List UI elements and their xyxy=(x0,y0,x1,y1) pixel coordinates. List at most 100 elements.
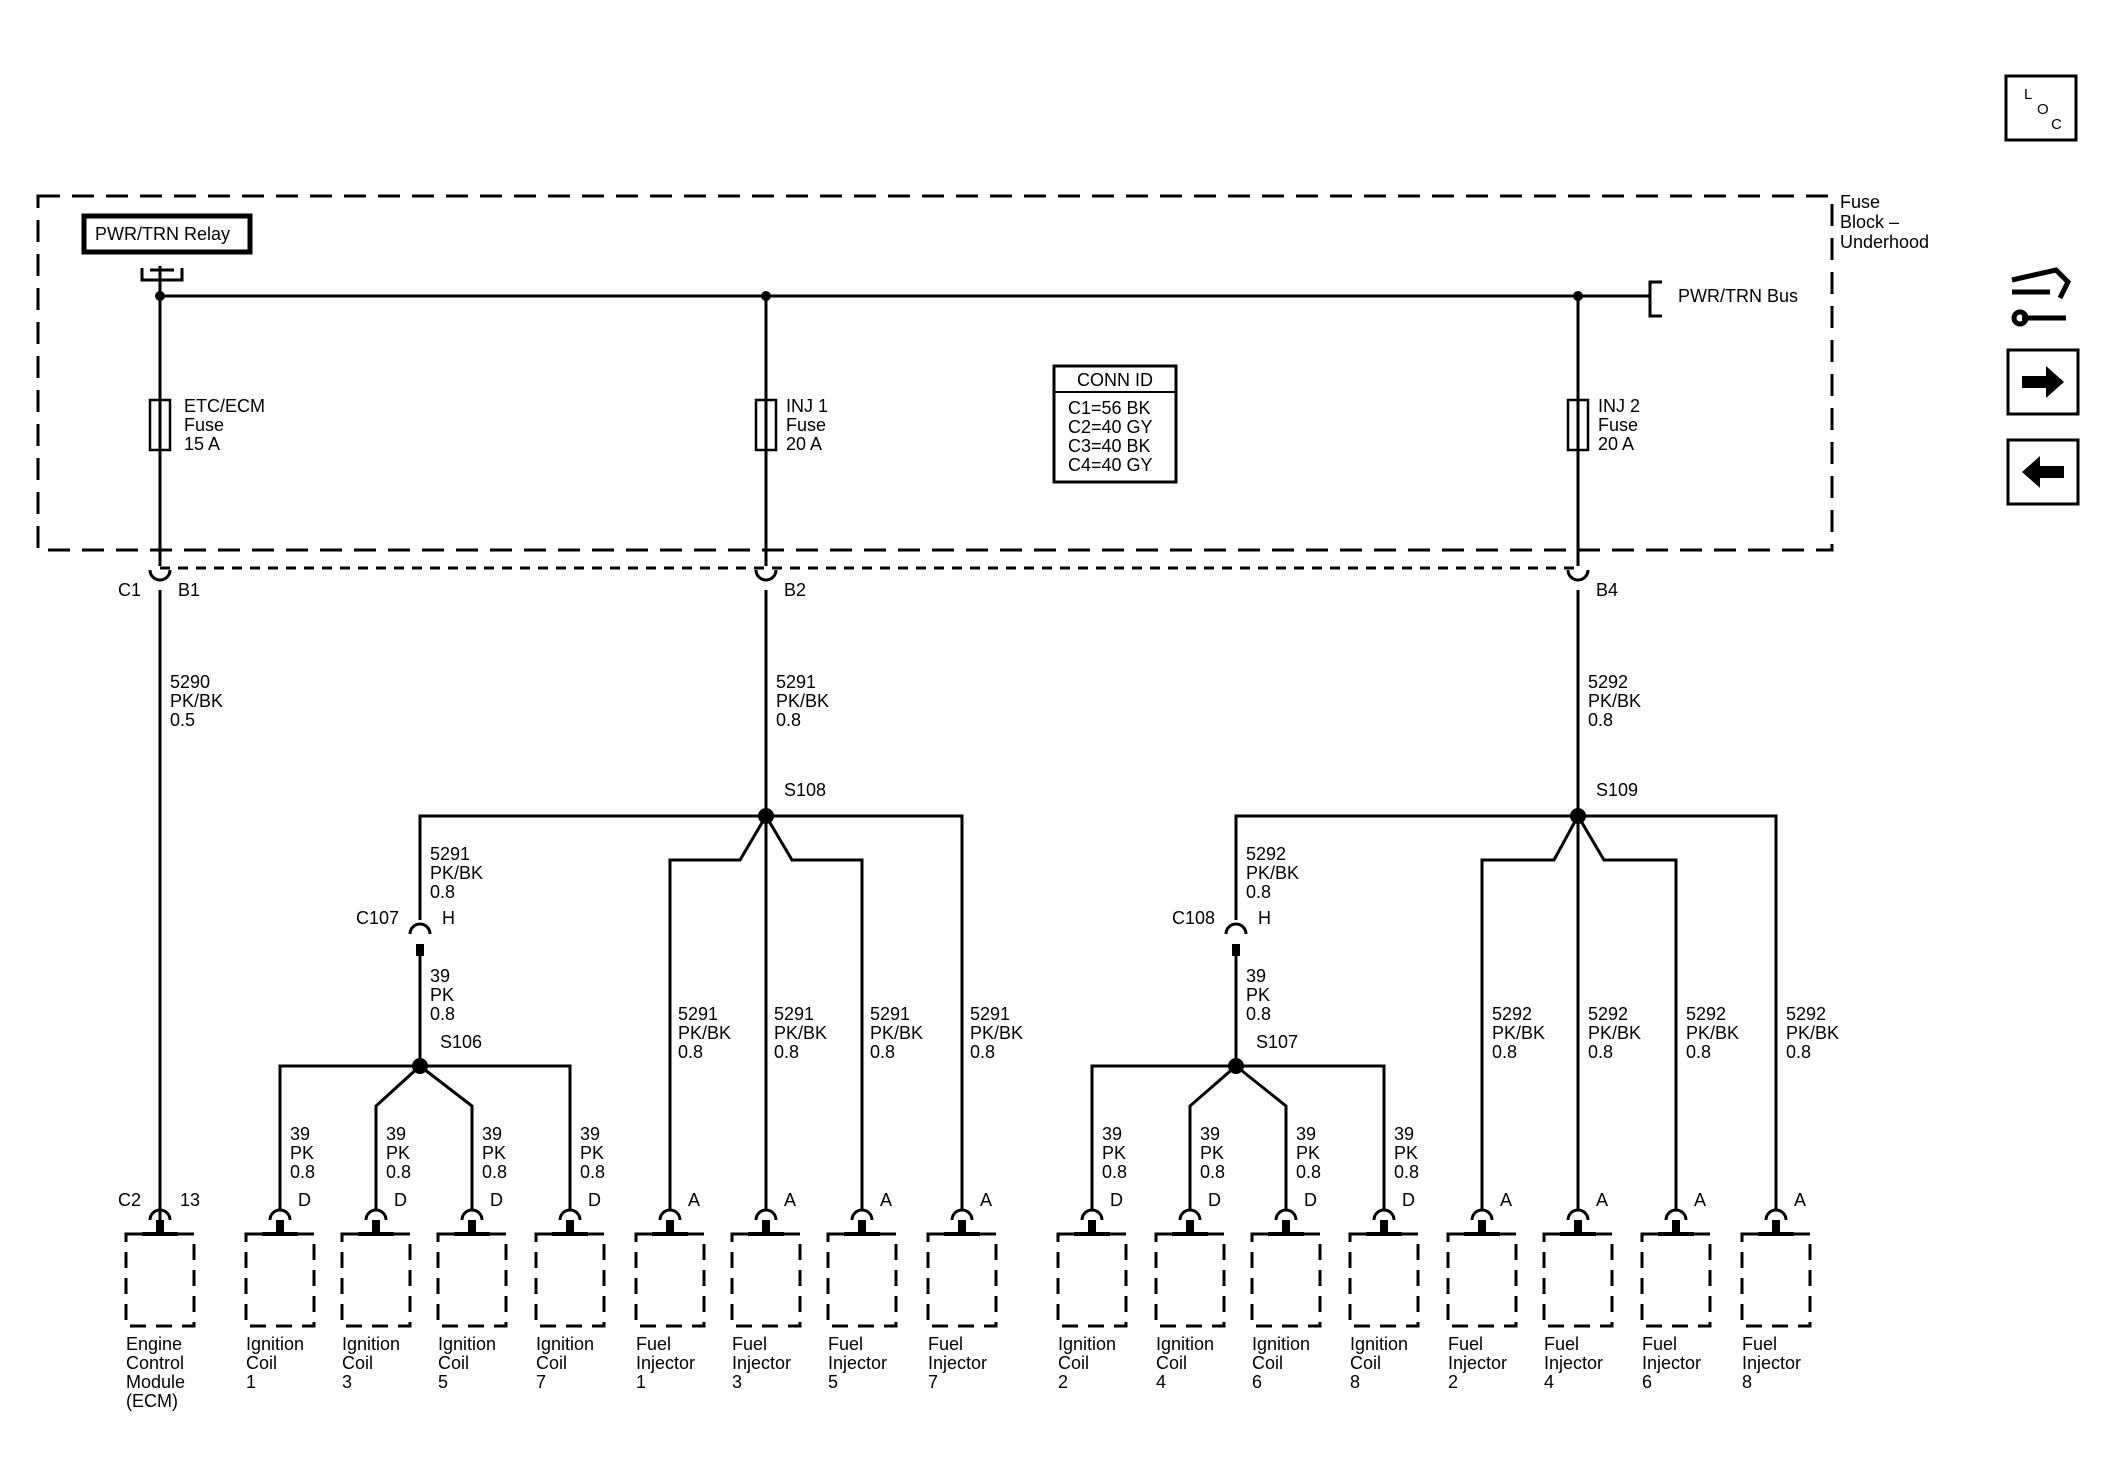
component-label: Ignition xyxy=(342,1334,400,1354)
connector-pin-label: D xyxy=(1304,1190,1317,1210)
wire-label-line: 5292 xyxy=(1492,1004,1532,1024)
component-label: 1 xyxy=(246,1372,256,1392)
component-label: 4 xyxy=(1156,1372,1166,1392)
fuse-label: Fuse xyxy=(1598,415,1638,435)
wire-label-line: 5291 xyxy=(776,672,816,692)
splice-label: S106 xyxy=(440,1032,482,1052)
component-label: Ignition xyxy=(536,1334,594,1354)
connector-pin-label: D xyxy=(1402,1190,1415,1210)
component-label: Coil xyxy=(342,1353,373,1373)
fuse-label: Fuse xyxy=(184,415,224,435)
fuse-block-title: Fuse xyxy=(1840,192,1880,212)
wire-label-line: PK/BK xyxy=(1786,1023,1839,1043)
wire-label-line: PK/BK xyxy=(1246,863,1299,883)
fuse-label: Fuse xyxy=(786,415,826,435)
splice-s109-dot xyxy=(1570,808,1586,824)
component-box xyxy=(1348,1232,1420,1328)
wire-label-line: 39 xyxy=(1296,1124,1316,1144)
conn-id-line: C3=40 BK xyxy=(1068,436,1151,456)
connector-pin-label: B1 xyxy=(178,580,200,600)
relay-box xyxy=(81,213,253,255)
wire-label-line: 0.8 xyxy=(1246,1004,1271,1024)
fuse-label: 20 A xyxy=(1598,434,1634,454)
wire-label-line: PK/BK xyxy=(870,1023,923,1043)
component-label: Fuel xyxy=(928,1334,963,1354)
component-label: 7 xyxy=(536,1372,546,1392)
location-button[interactable]: L O C xyxy=(2004,74,2078,142)
connector-wrench-icon[interactable] xyxy=(2011,267,2072,327)
wire-label-line: 0.8 xyxy=(386,1162,411,1182)
connector-pin-label: A xyxy=(880,1190,892,1210)
fuse-etc-ecm-symbol xyxy=(148,398,172,452)
wire-label-line: 0.8 xyxy=(1296,1162,1321,1182)
component-label: 6 xyxy=(1252,1372,1262,1392)
wire-label-line: 0.8 xyxy=(580,1162,605,1182)
wire-label-line: 39 xyxy=(430,966,450,986)
wire-label-line: 5291 xyxy=(430,844,470,864)
fuse-label: ETC/ECM xyxy=(184,396,265,416)
splice-label: S109 xyxy=(1596,780,1638,800)
component-label: 1 xyxy=(636,1372,646,1392)
component-box xyxy=(730,1232,802,1328)
component-label: Coil xyxy=(1350,1353,1381,1373)
wire-label-line: 0.8 xyxy=(1394,1162,1419,1182)
wire-label-line: PK xyxy=(482,1143,506,1163)
wire-label-line: PK/BK xyxy=(170,691,223,711)
connector-pin-label: A xyxy=(1694,1190,1706,1210)
connector-pin-label: A xyxy=(980,1190,992,1210)
connector-pin-label: A xyxy=(784,1190,796,1210)
wire-label-line: 39 xyxy=(1102,1124,1122,1144)
wire-label-line: 39 xyxy=(386,1124,406,1144)
arrow-left-icon[interactable] xyxy=(2006,438,2080,506)
component-label: Injector xyxy=(1448,1353,1507,1373)
wire-label-line: PK/BK xyxy=(1492,1023,1545,1043)
component-label: Fuel xyxy=(1742,1334,1777,1354)
component-label: Injector xyxy=(928,1353,987,1373)
component-label: Ignition xyxy=(1252,1334,1310,1354)
bus-label: PWR/TRN Bus xyxy=(1678,286,1798,306)
component-label: Ignition xyxy=(1058,1334,1116,1354)
wire-label-line: 0.8 xyxy=(1492,1042,1517,1062)
component-box xyxy=(1740,1232,1812,1328)
splice-s106-dot xyxy=(412,1058,428,1074)
arrow-right-icon[interactable] xyxy=(2006,348,2080,416)
wire-label-line: 5292 xyxy=(1588,672,1628,692)
component-box xyxy=(634,1232,706,1328)
wire-label-line: 0.8 xyxy=(1102,1162,1127,1182)
wire-label-line: PK xyxy=(386,1143,410,1163)
wire-label-line: 0.8 xyxy=(482,1162,507,1182)
component-label: 8 xyxy=(1350,1372,1360,1392)
wire-label-line: 39 xyxy=(290,1124,310,1144)
wire-label-line: 5291 xyxy=(870,1004,910,1024)
component-box xyxy=(1446,1232,1518,1328)
component-label: Fuel xyxy=(636,1334,671,1354)
component-label: Fuel xyxy=(1642,1334,1677,1354)
wire-label-line: 0.8 xyxy=(430,882,455,902)
wire-label-line: 5291 xyxy=(970,1004,1010,1024)
connector-pin-label: 13 xyxy=(180,1190,200,1210)
fuse-inj1-symbol xyxy=(754,398,778,452)
connector-pin-label: B2 xyxy=(784,580,806,600)
component-label: Fuel xyxy=(828,1334,863,1354)
wire-label-line: 5291 xyxy=(774,1004,814,1024)
component-label: Injector xyxy=(828,1353,887,1373)
fuse-label: INJ 1 xyxy=(786,396,828,416)
relay-symbol xyxy=(140,268,184,282)
component-label: 3 xyxy=(342,1372,352,1392)
component-label: Module xyxy=(126,1372,185,1392)
